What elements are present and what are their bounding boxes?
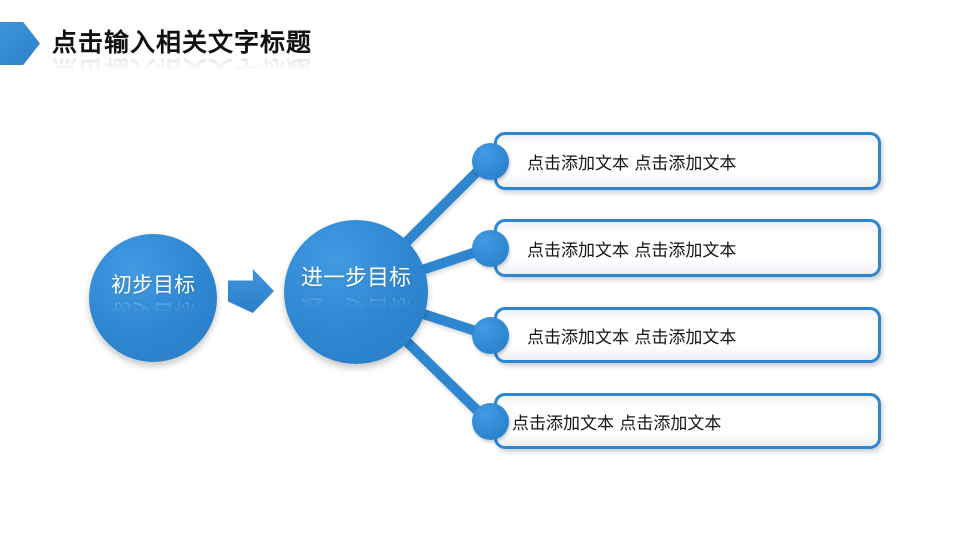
text-box-1-label: 点击添加文本 点击添加文本 — [527, 153, 737, 174]
primary-goal-label: 初步目标 — [111, 273, 195, 298]
text-box-3-label: 点击添加文本 点击添加文本 — [527, 327, 737, 348]
text-box-4-label: 点击添加文本 点击添加文本 — [512, 413, 722, 434]
connector-dot-icon — [472, 316, 509, 354]
right-arrow-icon — [228, 269, 274, 313]
further-goal-circle[interactable]: 进一步目标 进一步目标 — [284, 220, 428, 364]
slide-title: 点击输入相关文字标题 — [52, 28, 313, 57]
text-box-2[interactable]: 点击添加文本 点击添加文本 — [472, 219, 881, 277]
text-box-4[interactable]: 点击添加文本 点击添加文本 — [472, 393, 881, 449]
further-goal-label: 进一步目标 — [300, 266, 411, 292]
primary-goal-circle[interactable]: 初步目标 初步目标 — [89, 234, 217, 362]
primary-goal-label-reflection: 初步目标 — [111, 298, 195, 323]
further-goal-label-reflection: 进一步目标 — [300, 292, 411, 318]
connector-dot-icon — [472, 142, 509, 180]
slide-title-reflection: 点击输入相关文字标题 — [52, 55, 313, 84]
connector-dot-icon — [472, 402, 509, 440]
connector-dot-icon — [472, 229, 509, 267]
text-box-2-label: 点击添加文本 点击添加文本 — [527, 240, 737, 261]
title-placeholder[interactable]: 点击输入相关文字标题 点击输入相关文字标题 — [52, 28, 312, 84]
text-box-1[interactable]: 点击添加文本 点击添加文本 — [472, 132, 881, 190]
text-box-3[interactable]: 点击添加文本 点击添加文本 — [472, 307, 881, 363]
title-marker-arrow-icon — [0, 22, 40, 65]
